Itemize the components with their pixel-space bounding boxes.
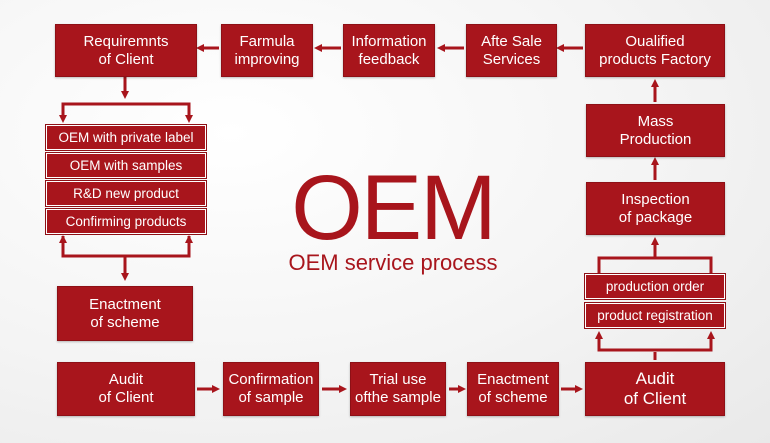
production-order-box: production order: [584, 273, 726, 300]
product-registration-box: product registration: [584, 302, 726, 329]
right-bottom-bracket: [597, 338, 713, 352]
option-rd-new-product: R&D new product: [45, 180, 207, 207]
confirmation-of-sample-box: Confirmation of sample: [223, 362, 319, 416]
information-feedback-box: Information feedback: [343, 24, 435, 77]
trial-use-of-sample-box: Trial use ofthe sample: [350, 362, 446, 416]
formula-improving-box: Farmula improving: [221, 24, 313, 77]
options-bottom-bracket: [61, 236, 191, 258]
requirements-of-client-box: Requiremnts of Client: [55, 24, 197, 77]
enactment-of-scheme-left-box: Enactment of scheme: [57, 286, 193, 341]
options-top-bracket: [61, 102, 191, 118]
diagram-title: OEM: [291, 157, 497, 259]
audit-of-client-right-box: Audit of Client: [585, 362, 725, 416]
enactment-of-scheme-bottom-box: Enactment of scheme: [467, 362, 559, 416]
mass-production-box: Mass Production: [586, 104, 725, 157]
right-top-bracket: [597, 256, 713, 270]
inspection-of-package-box: Inspection of package: [586, 182, 725, 235]
qualified-products-factory-box: Oualified products Factory: [585, 24, 725, 77]
option-with-samples: OEM with samples: [45, 152, 207, 179]
option-private-label: OEM with private label: [45, 124, 207, 151]
diagram-subtitle: OEM service process: [288, 250, 498, 275]
after-sale-services-box: Afte Sale Services: [466, 24, 557, 77]
option-confirming-products: Confirming products: [45, 208, 207, 235]
audit-of-client-left-box: Audit of Client: [57, 362, 195, 416]
